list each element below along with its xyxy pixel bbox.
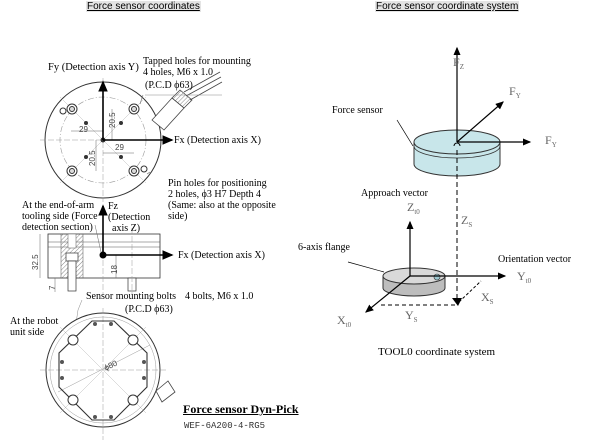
tapped-holes-line1: Tapped holes for mounting: [143, 56, 251, 67]
dim-18: 18: [110, 265, 119, 274]
sensor-top-view: [40, 71, 223, 202]
xs-label: XS: [481, 290, 494, 306]
dim-20-5-lower: 20.5: [88, 150, 97, 166]
dim-32-5: 32.5: [31, 254, 40, 270]
orientation-vector-label: Orientation vector: [498, 254, 572, 265]
left-panel-title: Force sensor coordinates: [86, 1, 201, 12]
zs-label: ZS: [461, 213, 473, 229]
flange-3d: [347, 220, 507, 313]
yt0-label: Yt0: [517, 269, 532, 285]
force-sensor-label: Force sensor: [332, 105, 383, 116]
fz-label-line1: Fz: [108, 201, 118, 212]
flange-label: 6-axis flange: [298, 242, 350, 253]
right-panel-title: Force sensor coordinate system: [375, 1, 520, 12]
end-of-arm-line2: tooling side (Force: [22, 211, 98, 222]
mounting-bolts-spec: 4 bolts, M6 x 1.0: [185, 291, 254, 302]
fz-label-line3: axis Z): [112, 223, 141, 234]
mounting-bolts-pcd: (P.C.D ϕ63): [125, 304, 173, 315]
fz-label-line2: (Detection: [108, 212, 151, 223]
dim-29-right: 29: [115, 143, 124, 152]
product-model: WEF-6A200-4-RG5: [184, 421, 266, 431]
fz-label: FZ: [453, 55, 464, 71]
tapped-holes-pcd: (P.C.D ϕ63): [145, 80, 193, 91]
dim-20-5-upper: 20.5: [108, 112, 117, 128]
fy-axis-label: Fy (Detection axis Y): [48, 62, 139, 73]
sensor-side-view: [39, 204, 174, 331]
fx-axis-label-top: Fx (Detection axis X): [174, 135, 261, 146]
dim-7: 7: [48, 285, 57, 290]
robot-side-line2: unit side: [10, 327, 45, 338]
mounting-bolts-label: Sensor mounting bolts: [86, 291, 177, 302]
ys-label: YS: [405, 308, 418, 324]
pin-holes-line1: Pin holes for positioning: [168, 178, 267, 189]
fy-diag-label: FY: [509, 84, 521, 100]
zt0-label: Zt0: [407, 200, 420, 216]
xt0-label: Xt0: [337, 313, 352, 329]
fx-axis-label-side: Fx (Detection axis X): [178, 250, 265, 261]
robot-side-line1: At the robot: [10, 316, 59, 327]
tool0-caption: TOOL0 coordinate system: [378, 346, 496, 358]
product-name: Force sensor Dyn-Pick: [183, 402, 299, 416]
pin-holes-line4: side): [168, 211, 188, 222]
sensor-bottom-view: [40, 308, 176, 440]
cable: [151, 71, 223, 131]
force-sensor-3d: [396, 46, 532, 298]
end-of-arm-line1: At the end-of-arm: [22, 200, 95, 211]
pin-holes-line2: 2 holes, ϕ3 H7 Depth 4: [168, 189, 262, 200]
mounting-holes: [66, 103, 140, 177]
approach-vector-label: Approach vector: [361, 188, 428, 199]
end-of-arm-line3: detection section): [22, 222, 93, 233]
dim-29-left: 29: [79, 125, 88, 134]
fy-right-label: FY: [545, 133, 557, 149]
pin-holes-line3: (Same: also at the opposite: [168, 200, 276, 211]
tapped-holes-line2: 4 holes, M6 x 1.0: [143, 67, 213, 78]
